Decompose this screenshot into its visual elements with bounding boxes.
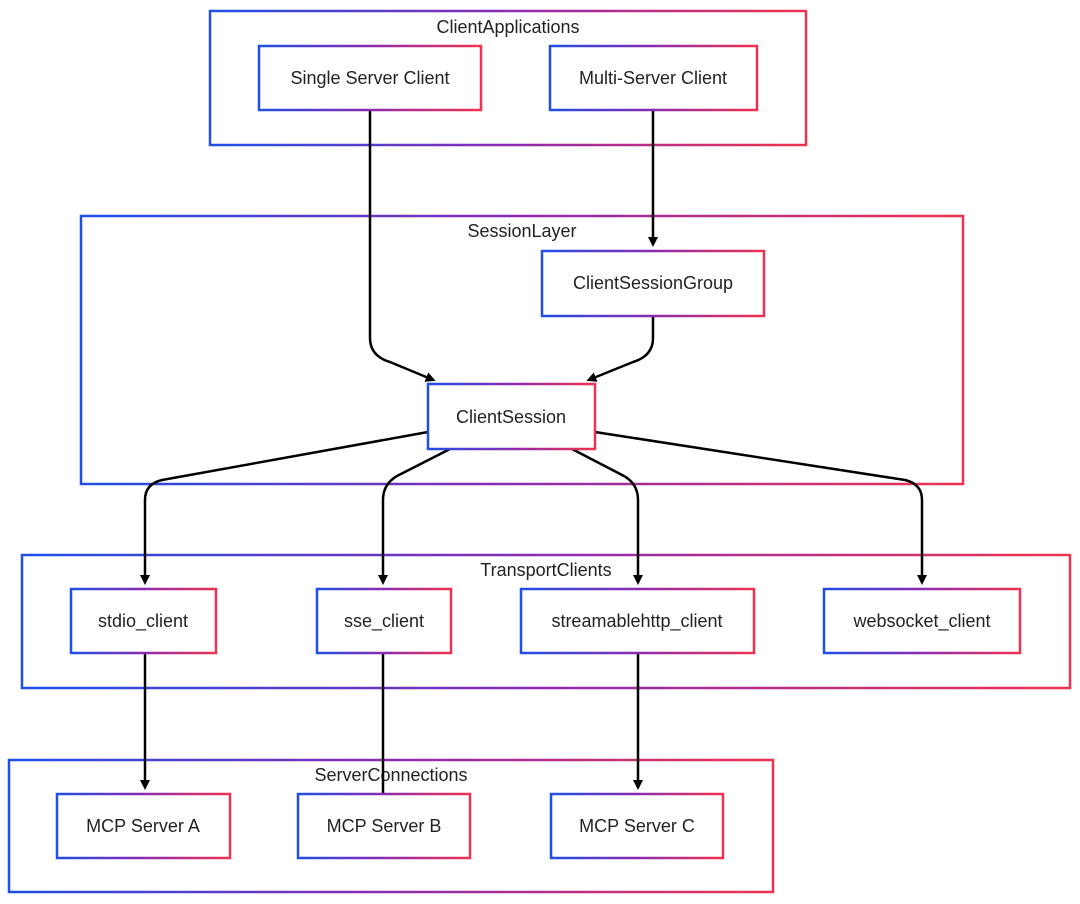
edge-session-to-websocket bbox=[594, 430, 927, 585]
node-label-mcp-server-b: MCP Server B bbox=[327, 816, 442, 836]
edge-session-to-streamable bbox=[571, 447, 643, 585]
edge-group-to-session bbox=[586, 316, 655, 382]
group-label-session-layer: SessionLayer bbox=[467, 221, 576, 241]
node-streamablehttp-client: streamablehttp_client bbox=[519, 587, 756, 655]
edge-session-to-stdio bbox=[140, 430, 429, 585]
group-label-client-applications: ClientApplications bbox=[436, 17, 579, 37]
node-label-multi-server-client: Multi-Server Client bbox=[579, 68, 727, 88]
node-label-mcp-server-a: MCP Server A bbox=[86, 816, 200, 836]
node-single-server-client: Single Server Client bbox=[257, 44, 483, 112]
node-label-single-server-client: Single Server Client bbox=[290, 68, 449, 88]
node-mcp-server-c: MCP Server C bbox=[549, 792, 725, 860]
node-label-mcp-server-c: MCP Server C bbox=[579, 816, 695, 836]
edge-session-to-sse bbox=[378, 447, 451, 585]
node-mcp-server-a: MCP Server A bbox=[55, 792, 232, 860]
node-label-streamablehttp-client: streamablehttp_client bbox=[551, 611, 722, 632]
group-label-server-connections: ServerConnections bbox=[314, 765, 467, 785]
edges bbox=[140, 110, 927, 803]
node-label-websocket-client: websocket_client bbox=[852, 611, 990, 632]
group-label-transport-clients: TransportClients bbox=[480, 560, 611, 580]
node-label-stdio-client: stdio_client bbox=[98, 611, 188, 632]
node-label-client-session: ClientSession bbox=[456, 407, 566, 427]
node-label-sse-client: sse_client bbox=[344, 611, 424, 632]
node-label-client-session-group: ClientSessionGroup bbox=[573, 273, 733, 293]
edge-single-to-session bbox=[368, 110, 436, 382]
node-mcp-server-b: MCP Server B bbox=[296, 792, 472, 860]
node-websocket-client: websocket_client bbox=[822, 587, 1022, 655]
node-sse-client: sse_client bbox=[315, 587, 453, 655]
node-client-session: ClientSession bbox=[426, 382, 597, 451]
node-stdio-client: stdio_client bbox=[69, 587, 218, 655]
node-multi-server-client: Multi-Server Client bbox=[548, 44, 759, 112]
node-client-session-group: ClientSessionGroup bbox=[540, 249, 766, 318]
